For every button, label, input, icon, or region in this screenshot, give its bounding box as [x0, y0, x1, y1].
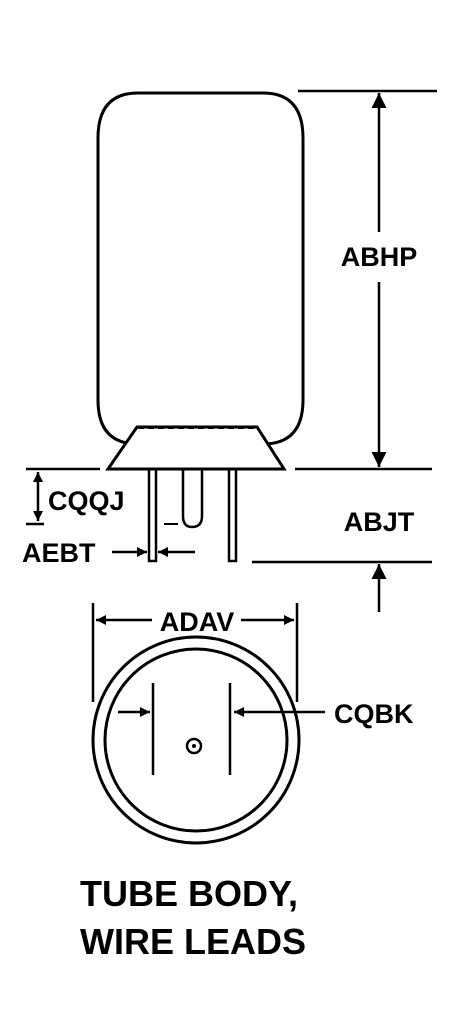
lead-left [147, 467, 158, 563]
center-pin [181, 469, 204, 529]
center-pin-outer [185, 737, 203, 755]
center-pin-dot [192, 744, 196, 748]
label-abhp: ABHP [341, 242, 418, 272]
tube-side-view [96, 91, 305, 563]
inner-rim [103, 647, 289, 833]
caption-line-2: WIRE LEADS [80, 921, 306, 962]
label-aebt: AEBT [22, 538, 96, 568]
tube-bottom-view [91, 635, 301, 845]
lead-length-dimension [26, 467, 100, 526]
label-cqbk: CQBK [334, 699, 414, 729]
tube-body-outline [96, 91, 305, 446]
label-abjt: ABJT [344, 507, 415, 537]
outer-rim [91, 635, 301, 845]
base-height-dimension [252, 560, 432, 612]
label-cqqj: CQQJ [48, 486, 125, 516]
lead-right [227, 467, 238, 563]
body-diameter-dimension [91, 603, 299, 702]
caption-line-1: TUBE BODY, [80, 873, 298, 914]
overall-height-dimension [295, 89, 437, 471]
tube-base-flange [105, 425, 287, 471]
label-adav: ADAV [160, 607, 235, 637]
